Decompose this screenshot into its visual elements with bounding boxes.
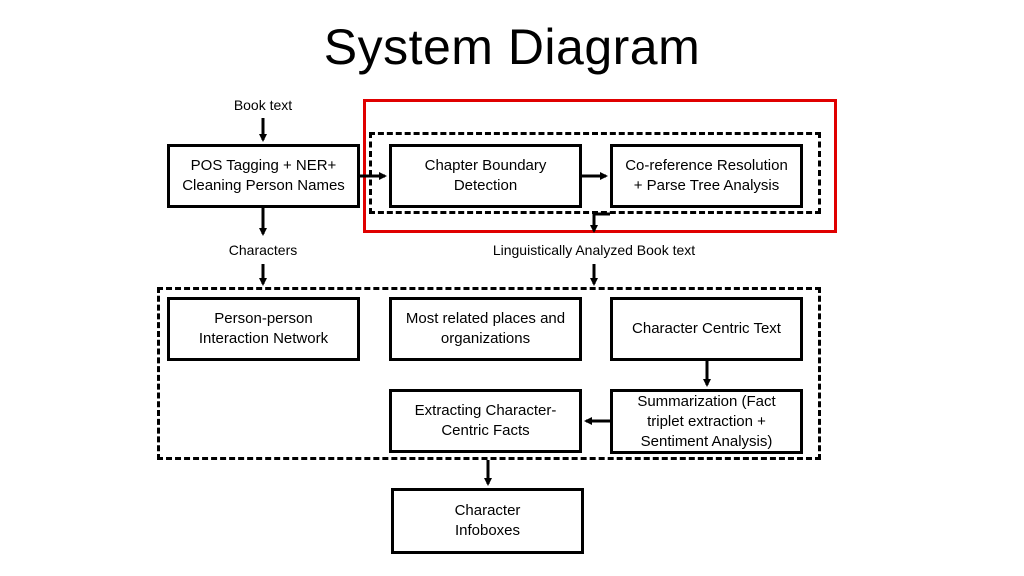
extract-facts-box: Extracting Character- Centric Facts <box>389 389 582 453</box>
character-text-text: Character Centric Text <box>632 320 781 337</box>
characters-label: Characters <box>228 242 298 258</box>
book-text-label: Book text <box>233 97 293 113</box>
infoboxes-text: Character Infoboxes <box>454 502 521 539</box>
infoboxes-box: Character Infoboxes <box>391 488 584 554</box>
chapter-boundary-text: Chapter Boundary Detection <box>424 157 547 194</box>
analysis-group <box>157 287 821 460</box>
arrow-group-to-linguistic <box>590 212 610 233</box>
summarization-box: Summarization (Fact triplet extraction +… <box>610 389 803 454</box>
interaction-network-box: Person-person Interaction Network <box>167 297 360 361</box>
linguistic-text-label: Linguistically Analyzed Book text <box>492 242 696 258</box>
summarization-text: Summarization (Fact triplet extraction +… <box>637 392 776 450</box>
highlight-region <box>363 99 837 233</box>
page-title: System Diagram <box>323 19 701 75</box>
coreference-box: Co-reference Resolution + Parse Tree Ana… <box>610 144 803 208</box>
coreference-text: Co-reference Resolution + Parse Tree Ana… <box>625 157 788 194</box>
pos-tagging-box: POS Tagging + NER+ Cleaning Person Names <box>167 144 360 208</box>
character-text-box: Character Centric Text <box>610 297 803 361</box>
interaction-network-text: Person-person Interaction Network <box>198 310 329 347</box>
extract-facts-text: Extracting Character- Centric Facts <box>414 402 557 439</box>
chapter-boundary-box: Chapter Boundary Detection <box>389 144 582 208</box>
places-orgs-box: Most related places and organizations <box>389 297 582 361</box>
places-orgs-text: Most related places and organizations <box>405 310 566 347</box>
pos-tagging-text: POS Tagging + NER+ Cleaning Person Names <box>182 157 345 194</box>
